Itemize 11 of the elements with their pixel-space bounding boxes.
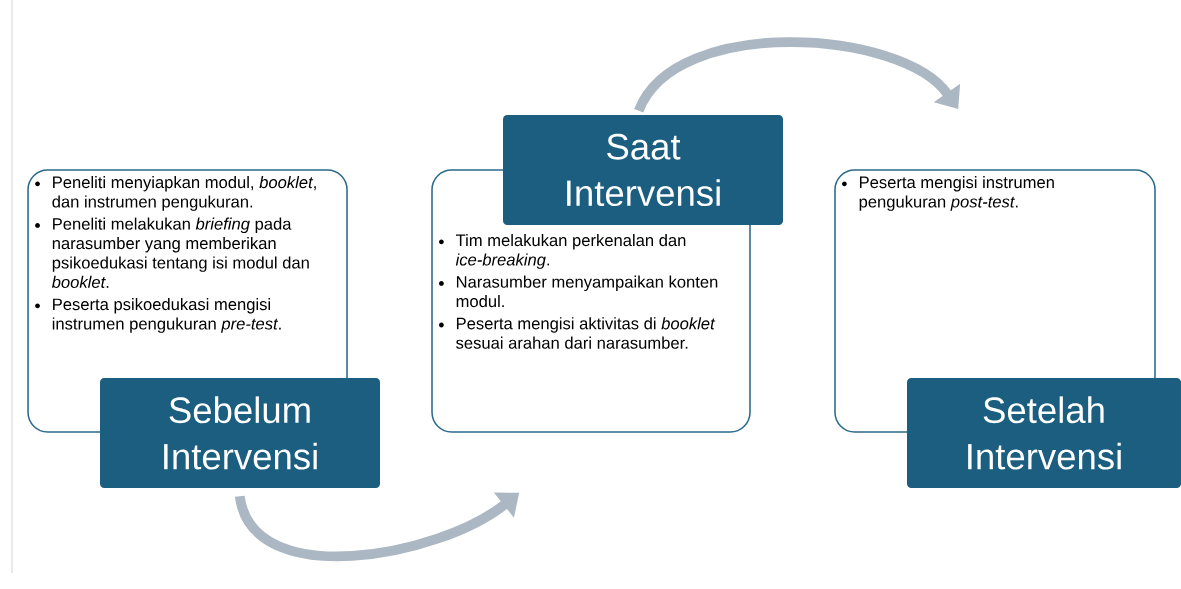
- bullet-item: Peserta mengisi instrumen pengukuran post-test.: [842, 176, 1054, 211]
- title-box: Setelah Intervensi: [907, 378, 1181, 488]
- bullet-item: Narasumber menyampaikan konten modul.: [439, 275, 718, 308]
- title-box: Saat Intervensi: [503, 115, 783, 225]
- curved-arrow: [634, 37, 961, 114]
- bullet-item: Tim melakukan perkenalan dan ice-breaking.: [439, 234, 686, 269]
- bullet-item: Peneliti menyiapkan modul, booklet, dan instrumen pengukuran.: [35, 176, 316, 211]
- bullet-item: Peserta mengisi aktivitas di booklet sesuai arahan dari narasumber.: [439, 317, 716, 349]
- bullet-item: Peneliti melakukan briefing pada narasumber yang memberikan psikoedukasi tentang isi modul dan booklet.: [35, 217, 309, 288]
- title-box: Sebelum Intervensi: [100, 378, 380, 488]
- bullet-item: Peserta psikoedukasi mengisi instrumen pengukuran pre-test.: [35, 298, 281, 333]
